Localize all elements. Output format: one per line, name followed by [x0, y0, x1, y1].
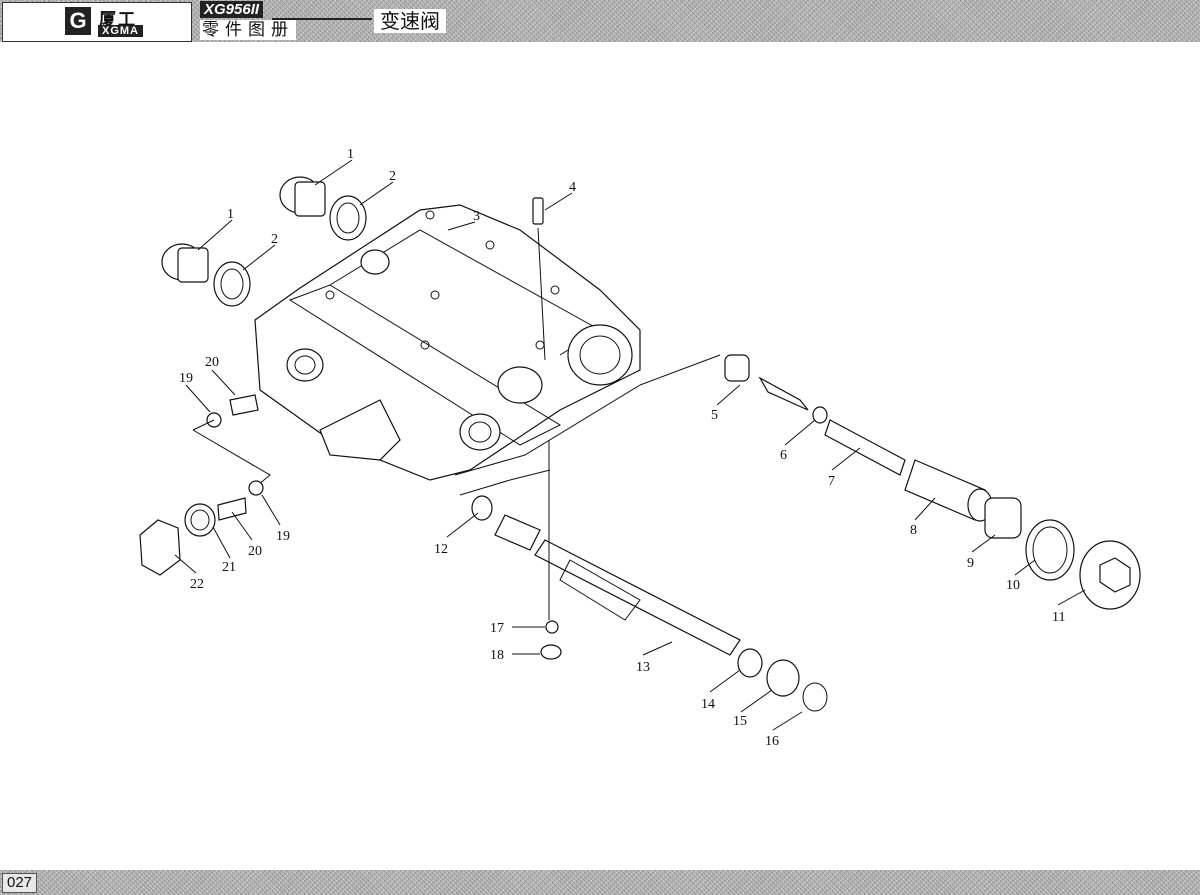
brand-logo-mark: G — [65, 7, 91, 35]
callout-6: 6 — [780, 448, 787, 463]
callout-3: 3 — [473, 209, 480, 224]
callout-16: 16 — [765, 734, 779, 749]
callout-21: 21 — [222, 560, 236, 575]
callout-20b: 20 — [248, 544, 262, 559]
spool-assembly-drawing — [639, 354, 1141, 610]
catalog-subtitle: 零件图册 — [200, 20, 296, 40]
brand-name-english: XGMA — [98, 25, 143, 37]
page-header: G 厦工 XGMA XG956II 零件图册 变速阀 — [0, 0, 1200, 42]
callout-15: 15 — [733, 714, 747, 729]
callout-5: 5 — [711, 408, 718, 423]
shaft-assembly-drawing — [459, 440, 828, 712]
callout-19a: 19 — [179, 371, 193, 386]
callout-17: 17 — [490, 621, 504, 636]
machine-model: XG956II — [200, 1, 264, 18]
brand-logo: G 厦工 XGMA — [2, 2, 192, 42]
callout-11: 11 — [1052, 610, 1065, 625]
page-footer: 027 — [0, 870, 1200, 895]
callout-22: 22 — [190, 577, 204, 592]
callout-18: 18 — [490, 648, 504, 663]
page-number: 027 — [2, 873, 38, 893]
callout-12: 12 — [434, 542, 448, 557]
callout-19b: 19 — [276, 529, 290, 544]
plug-parts-drawing — [161, 176, 546, 361]
callout-4: 4 — [569, 180, 576, 195]
callout-2b: 2 — [271, 232, 278, 247]
check-valve-parts-drawing — [139, 394, 271, 576]
callout-labels: 1 2 1 2 3 4 5 6 7 8 9 10 11 12 13 14 15 … — [179, 147, 1065, 749]
callout-8: 8 — [910, 523, 917, 538]
callout-1b: 1 — [227, 207, 234, 222]
callout-1a: 1 — [347, 147, 354, 162]
callout-14: 14 — [701, 697, 715, 712]
callout-10: 10 — [1006, 578, 1020, 593]
callout-9: 9 — [967, 556, 974, 571]
callout-leaders — [174, 159, 1086, 731]
callout-13: 13 — [636, 660, 650, 675]
section-title: 变速阀 — [374, 9, 446, 33]
callout-2a: 2 — [389, 169, 396, 184]
valve-body-drawing — [254, 204, 641, 481]
callout-20a: 20 — [205, 355, 219, 370]
header-rule — [272, 18, 372, 20]
callout-7: 7 — [828, 474, 835, 489]
